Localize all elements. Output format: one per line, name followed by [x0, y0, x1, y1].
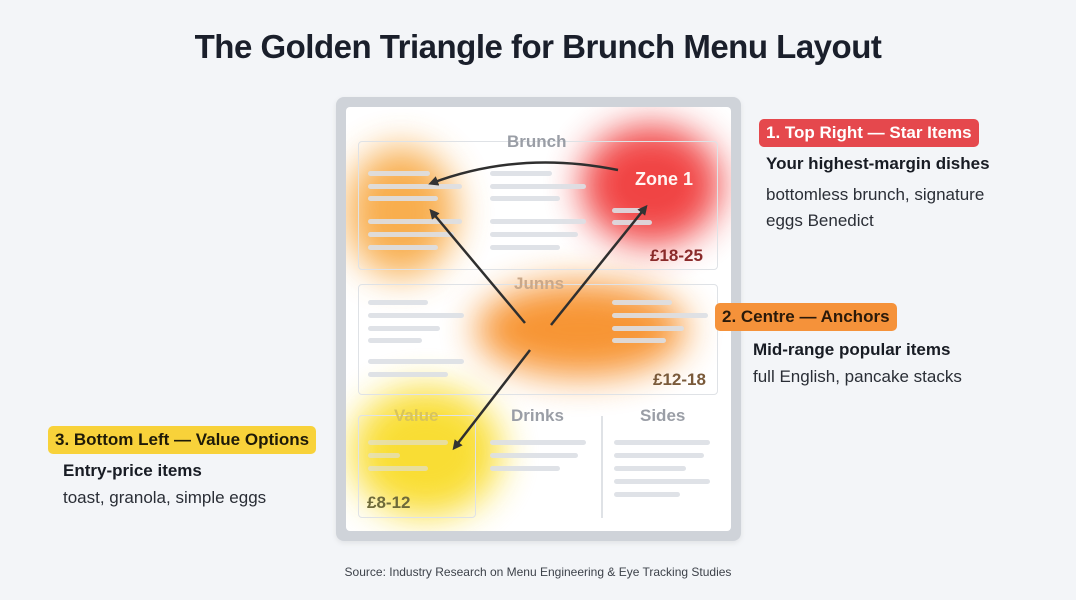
callout-3-body: toast, granola, simple eggs [63, 485, 316, 511]
callout-centre: 2. Centre — Anchors Mid-range popular it… [715, 303, 962, 390]
callout-2-heading: Mid-range popular items [753, 340, 951, 359]
section-label-mains: Junns [514, 274, 565, 293]
section-label-value: Value [394, 406, 439, 425]
menu-section-mains [358, 284, 718, 395]
callout-2-body: full English, pancake stacks [753, 364, 962, 390]
page-title: The Golden Triangle for Brunch Menu Layo… [194, 28, 882, 65]
badge-anchors: 2. Centre — Anchors [715, 303, 897, 331]
callout-3-heading: Entry-price items [63, 461, 202, 480]
callout-top-right: 1. Top Right — Star Items Your highest-m… [759, 119, 990, 234]
menu-section-brunch [358, 141, 718, 270]
arrow-centre-to-topleft [429, 208, 526, 324]
column-divider [601, 416, 603, 518]
callout-1-heading: Your highest-margin dishes [766, 154, 990, 173]
callout-1-body-line2: eggs Benedict [766, 211, 874, 230]
price-range-mains: £12-18 [653, 370, 706, 389]
price-range-brunch: £18-25 [650, 246, 703, 265]
callout-3-body-line1: toast, granola, simple eggs [63, 488, 267, 507]
badge-star-items: 1. Top Right — Star Items [759, 119, 979, 147]
callout-1-body-line1: bottomless brunch, signature [766, 185, 985, 204]
section-label-sides: Sides [640, 406, 686, 425]
heat-zone-top-right [581, 125, 721, 245]
section-label-brunch: Brunch [507, 132, 567, 151]
badge-value-options: 3. Bottom Left — Value Options [48, 426, 317, 454]
price-range-value: £8-12 [367, 493, 411, 512]
arrow-centre-to-zone1 [550, 204, 648, 326]
callout-1-body: bottomless brunch, signature eggs Benedi… [766, 182, 990, 234]
source-caption: Source: Industry Research on Menu Engine… [344, 565, 732, 579]
arrow-zone1-to-topleft [428, 161, 619, 186]
callout-2-body-line1: full English, pancake stacks [753, 367, 962, 386]
section-label-drinks: Drinks [511, 406, 564, 425]
menu-section-value [358, 415, 476, 518]
arrow-centre-to-value [452, 349, 531, 451]
callout-bottom-left: 3. Bottom Left — Value Options Entry-pri… [48, 426, 317, 511]
heat-zone-bottom-left [351, 387, 501, 517]
zone-1-label: Zone 1 [635, 169, 694, 189]
